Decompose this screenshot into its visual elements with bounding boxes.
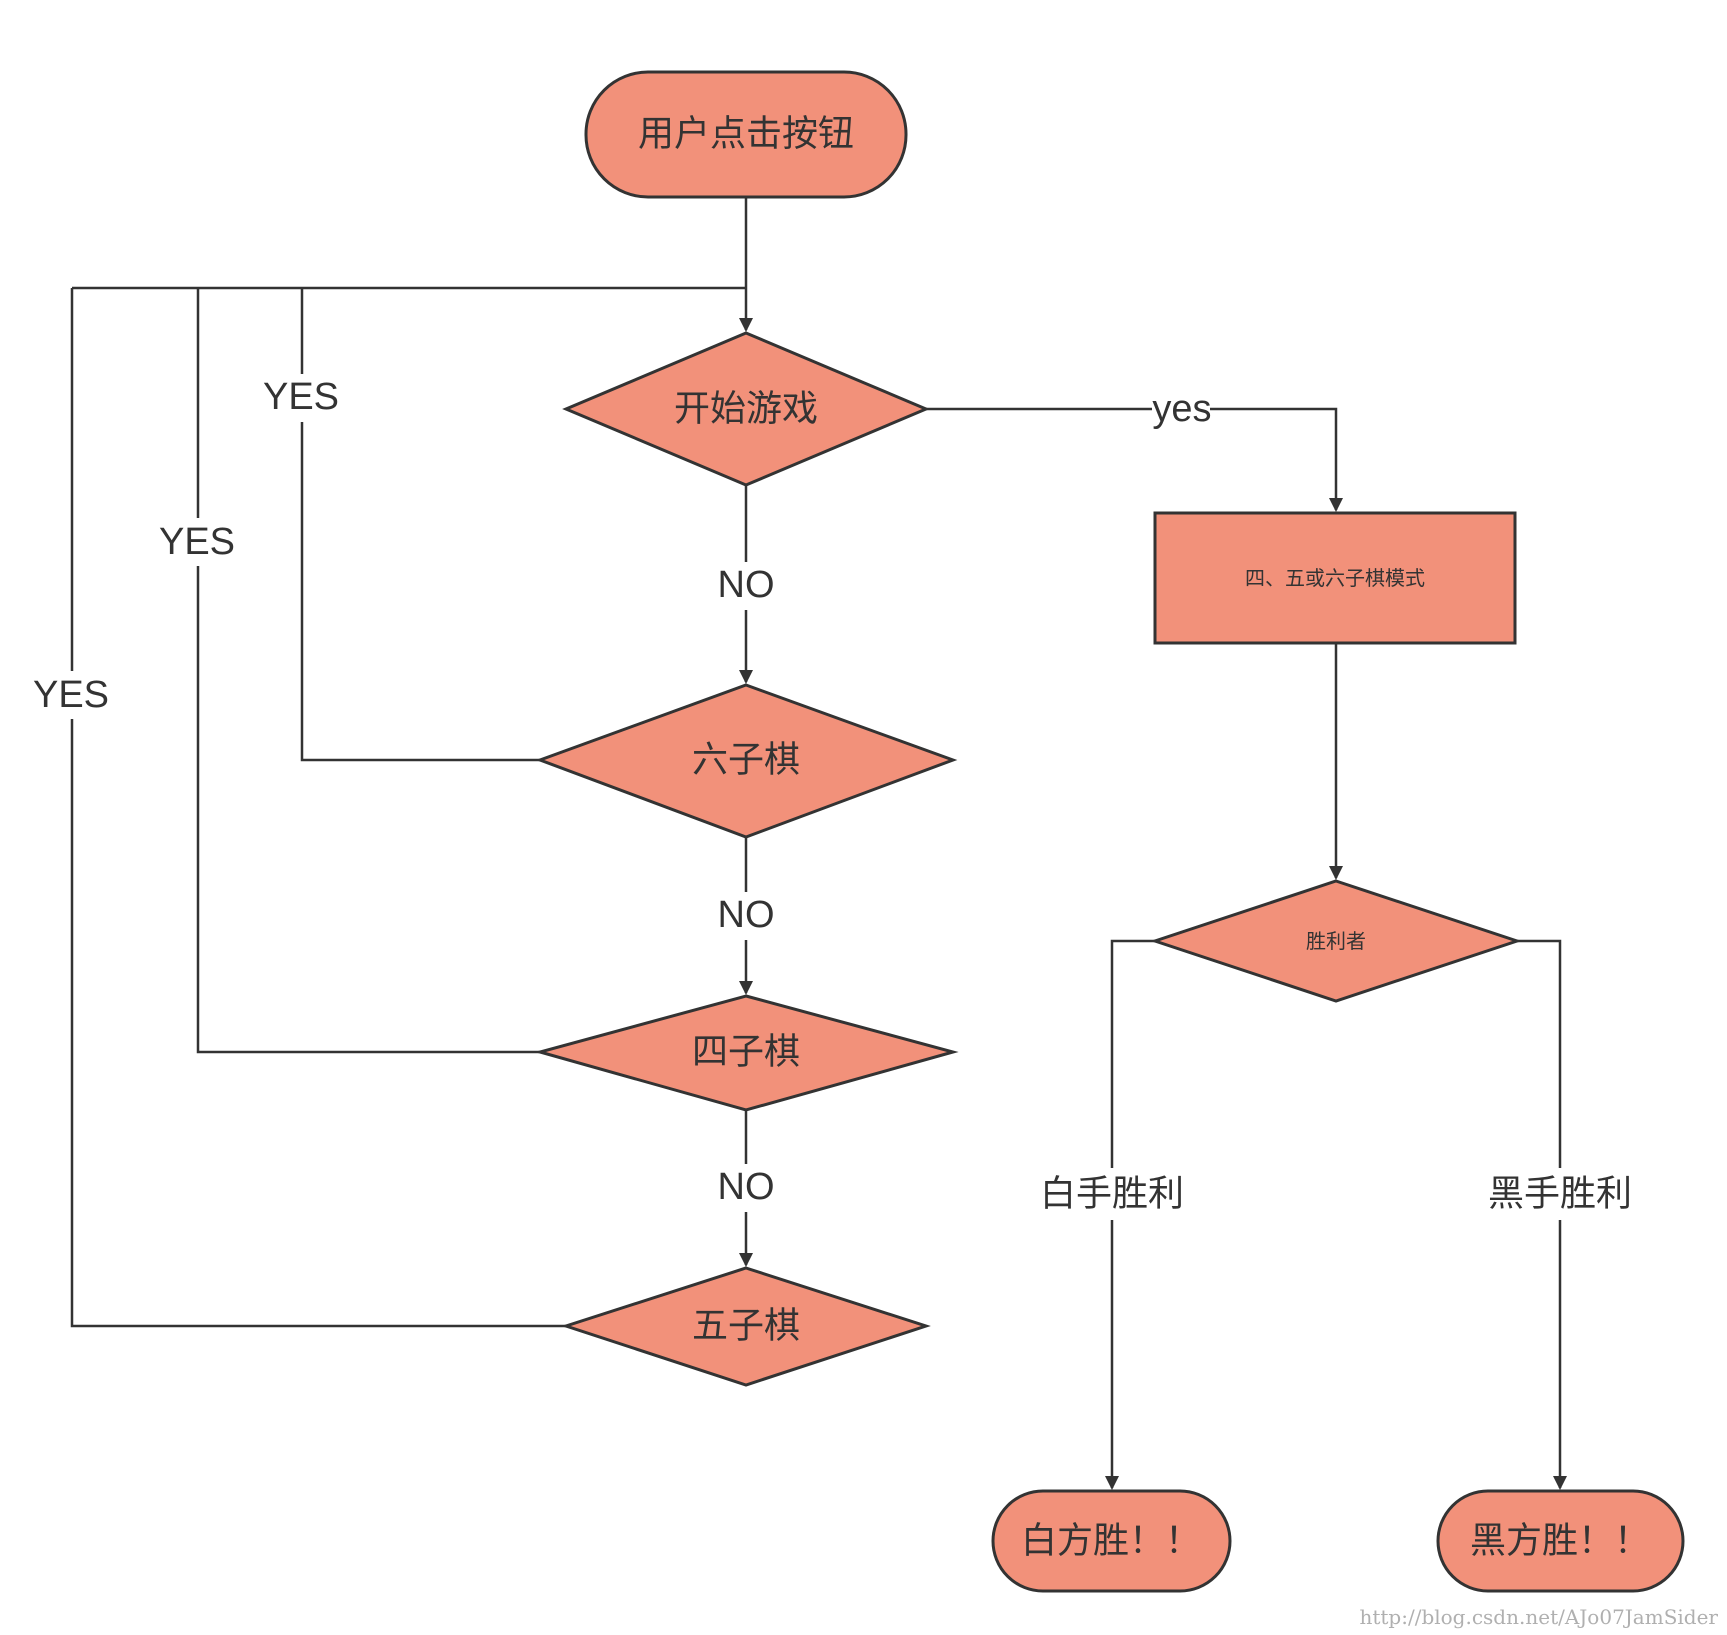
edge-six-yes-loop (300, 288, 540, 762)
four-decision (534, 994, 959, 1112)
mode-process (1153, 511, 1517, 645)
edge-winner-to-black-win (1517, 939, 1567, 1490)
black-win-terminal-label: 黑方胜！！ (1470, 1521, 1650, 1562)
edge-label-white-hand: 白手胜利 (1040, 1174, 1184, 1215)
edge-label-black-hand: 黑手胜利 (1488, 1174, 1632, 1215)
black-win-terminal (1436, 1489, 1685, 1593)
winner-decision-label: 胜利者 (1306, 929, 1366, 953)
four-decision-label: 四子棋 (692, 1032, 800, 1073)
start-terminal (584, 70, 908, 199)
five-decision-label: 五子棋 (692, 1306, 800, 1347)
edge-label-no-2: NO (718, 894, 775, 936)
edge-label-no-1: NO (718, 564, 775, 606)
edge-winner-to-white-win (1105, 939, 1155, 1490)
six-decision (535, 683, 958, 839)
white-win-terminal-label: 白方胜！！ (1021, 1521, 1201, 1562)
edge-four-yes-loop (196, 288, 540, 1054)
edge-label-yes-five: YES (33, 674, 109, 716)
edge-label-no-3: NO (718, 1166, 775, 1208)
winner-decision (1150, 879, 1522, 1003)
edge-five-yes-loop (70, 288, 566, 1328)
start-terminal-label: 用户点击按钮 (638, 114, 854, 155)
watermark-text: http://blog.csdn.net/AJo07JamSider (1359, 1605, 1718, 1629)
six-decision-label: 六子棋 (692, 740, 800, 781)
white-win-terminal (991, 1489, 1232, 1593)
edge-label-yes-four: YES (159, 521, 235, 563)
mode-process-label: 四、五或六子棋模式 (1245, 566, 1425, 590)
edge-label-yes-six: YES (263, 376, 339, 418)
edge-label-yes-mode: yes (1152, 388, 1211, 430)
five-decision (561, 1266, 931, 1387)
edge-start-game-yes-mode (926, 407, 1343, 512)
start-game-decision-label: 开始游戏 (674, 389, 818, 430)
start-game-decision (562, 331, 930, 487)
